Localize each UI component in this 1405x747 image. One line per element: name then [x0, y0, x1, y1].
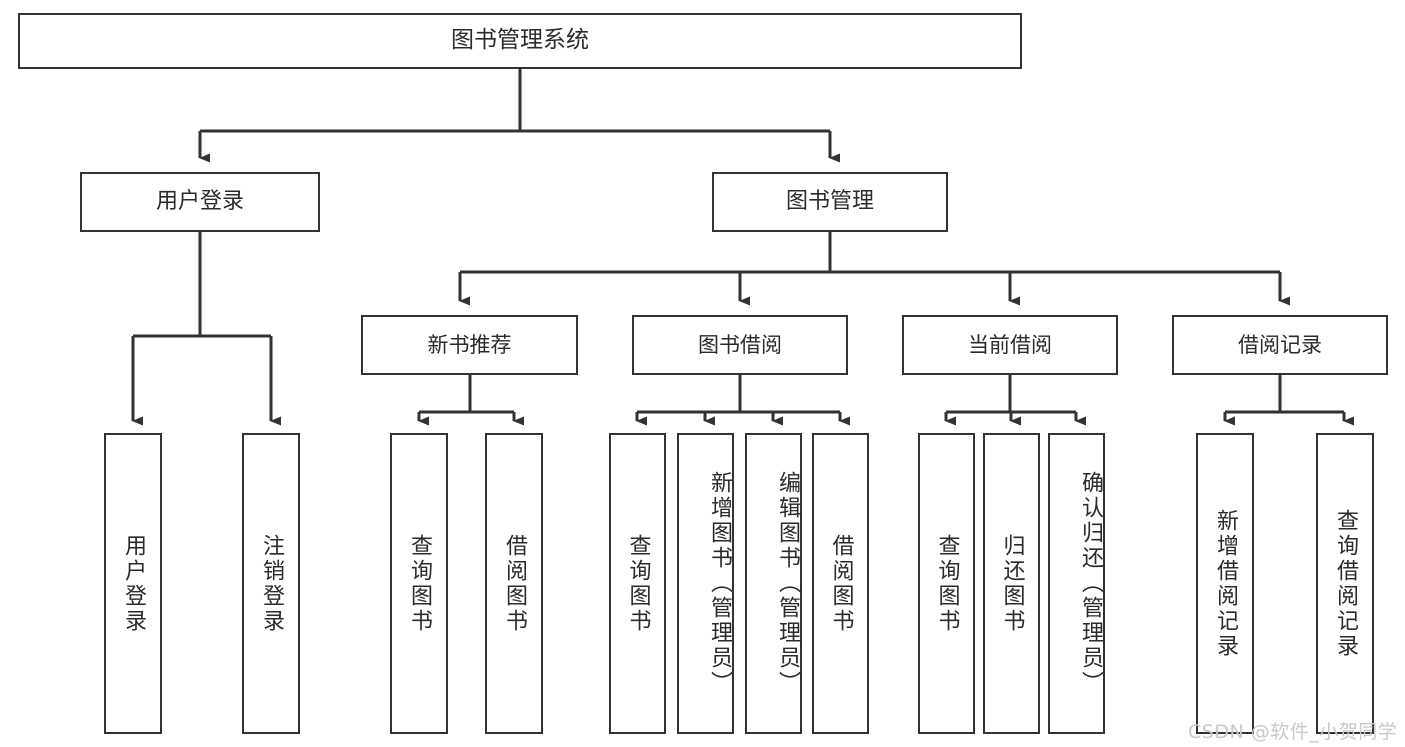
- leaf-add-borrow-record[interactable]: 新增借阅记录: [1196, 433, 1254, 734]
- leaf-query-book-recommend[interactable]: 查询图书: [390, 433, 448, 734]
- node-label: 查询图书: [625, 533, 651, 634]
- node-label: 图书管理系统: [451, 27, 589, 54]
- leaf-return-book[interactable]: 归还图书: [983, 433, 1040, 734]
- node-label: 借阅图书: [828, 533, 854, 634]
- node-label: 查询图书: [934, 533, 960, 634]
- node-label: 查询借阅记录: [1332, 508, 1358, 659]
- node-label: 新书推荐: [427, 332, 512, 357]
- leaf-borrow-book[interactable]: 借阅图书: [812, 433, 869, 734]
- leaf-add-book-admin[interactable]: 新增图书（管理员）: [677, 433, 734, 734]
- leaf-confirm-return-admin[interactable]: 确认归还（管理员）: [1048, 433, 1105, 734]
- node-label: 当前借阅: [968, 332, 1052, 357]
- node-user-login[interactable]: 用户登录: [80, 172, 320, 232]
- node-label: 查询图书: [406, 533, 432, 634]
- node-new-book-recommend[interactable]: 新书推荐: [361, 315, 578, 375]
- node-borrow-record[interactable]: 借阅记录: [1172, 315, 1388, 375]
- node-label: 新增借阅记录: [1212, 508, 1238, 659]
- watermark-csdn: CSDN @软件_小贺同学: [1188, 721, 1398, 743]
- leaf-query-book-current[interactable]: 查询图书: [918, 433, 975, 734]
- node-label: 借阅图书: [501, 533, 527, 634]
- node-book-borrow[interactable]: 图书借阅: [632, 315, 848, 375]
- node-label: 图书借阅: [698, 332, 782, 357]
- node-label: 注销登录: [258, 533, 284, 634]
- leaf-query-borrow-record[interactable]: 查询借阅记录: [1316, 433, 1374, 734]
- leaf-borrow-book-recommend[interactable]: 借阅图书: [485, 433, 543, 734]
- node-current-borrow[interactable]: 当前借阅: [902, 315, 1118, 375]
- node-label: 新增图书（管理员）: [707, 471, 732, 696]
- leaf-edit-book-admin[interactable]: 编辑图书（管理员）: [745, 433, 802, 734]
- node-label: 图书管理: [785, 189, 874, 215]
- leaf-user-login[interactable]: 用户登录: [104, 433, 162, 734]
- node-label: 借阅记录: [1238, 332, 1322, 357]
- leaf-query-book-borrow[interactable]: 查询图书: [609, 433, 666, 734]
- node-label: 确认归还（管理员）: [1078, 471, 1103, 696]
- node-label: 编辑图书（管理员）: [775, 471, 800, 696]
- node-label: 归还图书: [999, 533, 1025, 634]
- node-book-management[interactable]: 图书管理: [712, 172, 948, 232]
- leaf-logout[interactable]: 注销登录: [242, 433, 300, 734]
- node-label: 用户登录: [155, 189, 244, 215]
- node-label: 用户登录: [120, 533, 146, 634]
- node-root-book-management-system[interactable]: 图书管理系统: [18, 13, 1022, 69]
